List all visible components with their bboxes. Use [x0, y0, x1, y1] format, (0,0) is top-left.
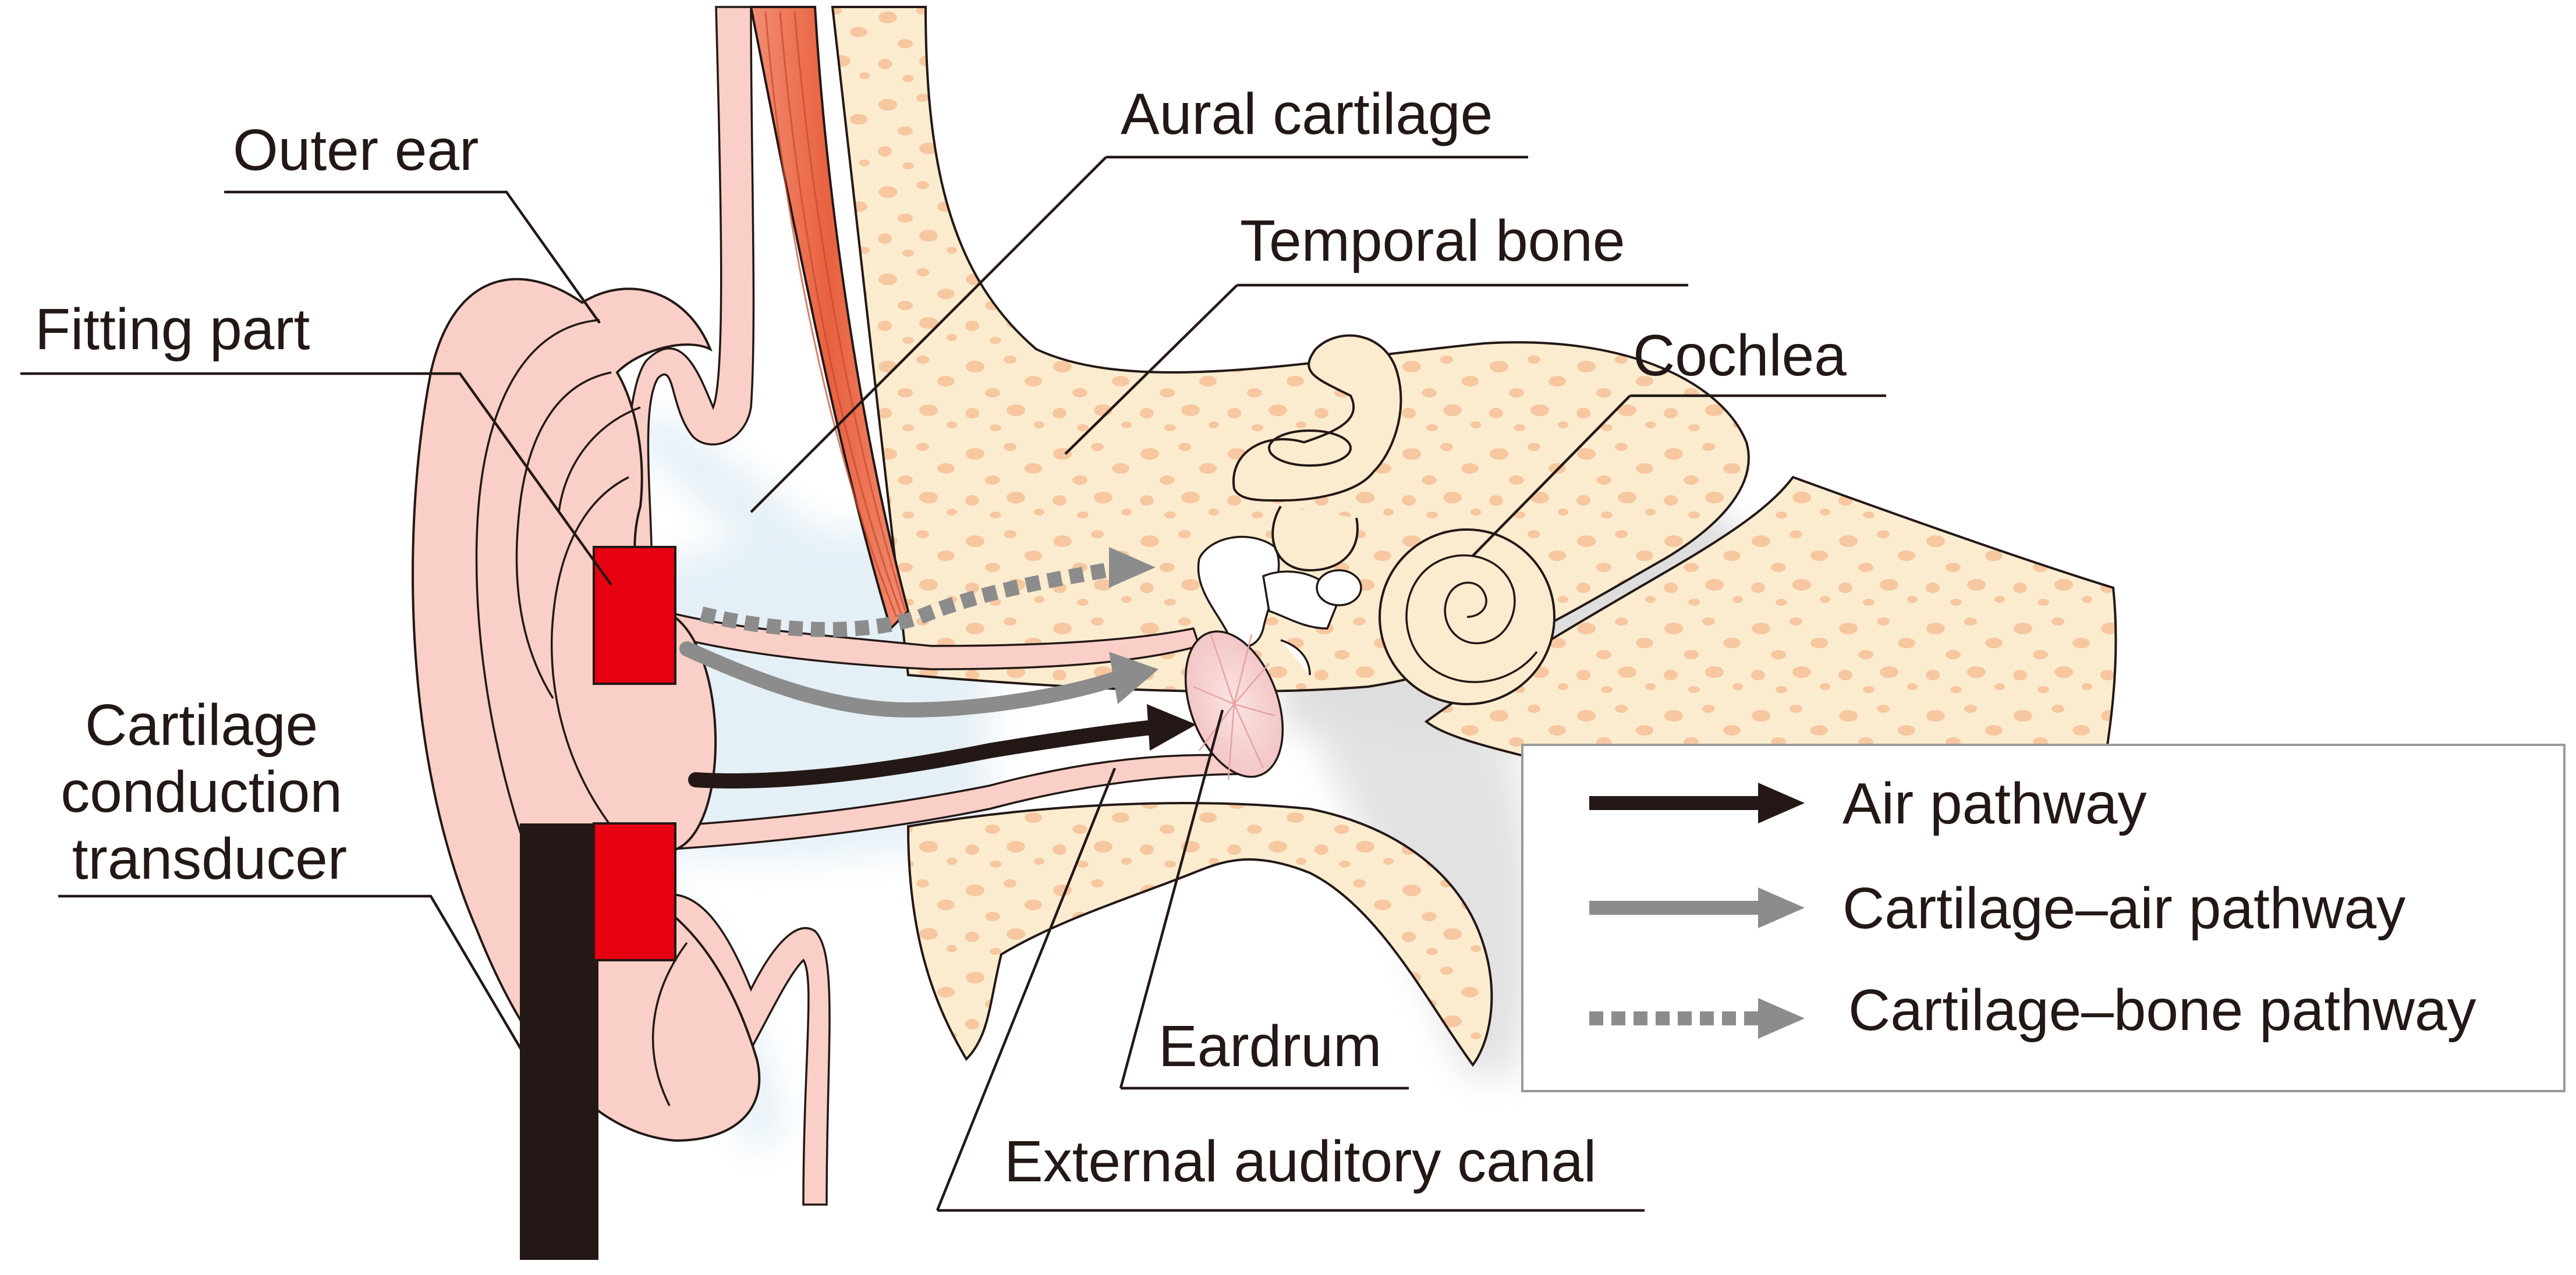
fitting-part-lower	[593, 822, 676, 961]
air-pathway-arrowhead	[1147, 704, 1196, 751]
legend-cartilage-air-pathway-arrowhead	[1758, 887, 1805, 928]
legend-cartilage-air-pathway-label: Cartilage–air pathway	[1842, 876, 2405, 941]
cochlea-label: Cochlea	[1633, 323, 1847, 388]
leader-lines	[20, 155, 1886, 1212]
cartilage-bone-pathway-arrowhead	[1109, 547, 1156, 588]
outer-ear-label: Outer ear	[233, 118, 479, 183]
eardrum-shape	[1184, 630, 1284, 780]
ossicles	[1197, 535, 1362, 676]
muscle-fibers	[764, 11, 906, 617]
cartilage-conduction-transducer-label: Cartilage conduction transducer	[61, 692, 359, 892]
legend: Air pathway Cartilage–air pathway Cartil…	[1521, 744, 2566, 1092]
fitting-part-upper	[593, 546, 676, 685]
aural-cartilage-label: Aural cartilage	[1121, 81, 1493, 147]
fitting-part-label: Fitting part	[35, 297, 310, 362]
cartilage-air-pathway-arrowhead	[1109, 652, 1158, 704]
legend-cartilage-bone-pathway-arrowhead	[1758, 998, 1805, 1039]
temporal-bone-label: Temporal bone	[1240, 208, 1625, 274]
semicircular-canals	[1232, 334, 1402, 572]
transducer-label-line-1: Cartilage	[85, 692, 318, 758]
cartilage-air-pathway-arrow-line	[679, 641, 1125, 718]
cochlea-spiral	[1379, 528, 1555, 705]
legend-cartilage-bone-pathway-label: Cartilage–bone pathway	[1848, 978, 2476, 1043]
legend-air-pathway-label: Air pathway	[1842, 771, 2146, 836]
transducer-label-line-2: conduction	[61, 759, 342, 825]
transducer-label-line-3: transducer	[72, 826, 347, 892]
legend-air-pathway-arrowhead	[1758, 783, 1805, 823]
cartilage-conduction-transducer-body	[520, 823, 598, 1260]
outer-ear-folds	[475, 319, 688, 1106]
external-auditory-canal-label: External auditory canal	[1004, 1129, 1596, 1194]
cartilage-bone-pathway-arrow-line	[699, 562, 1114, 637]
eardrum-label: Eardrum	[1158, 1014, 1381, 1079]
air-pathway-arrow-line	[688, 720, 1160, 789]
temporal-bone-lower	[906, 802, 1493, 1067]
upper-cartilage-wall	[624, 6, 755, 577]
